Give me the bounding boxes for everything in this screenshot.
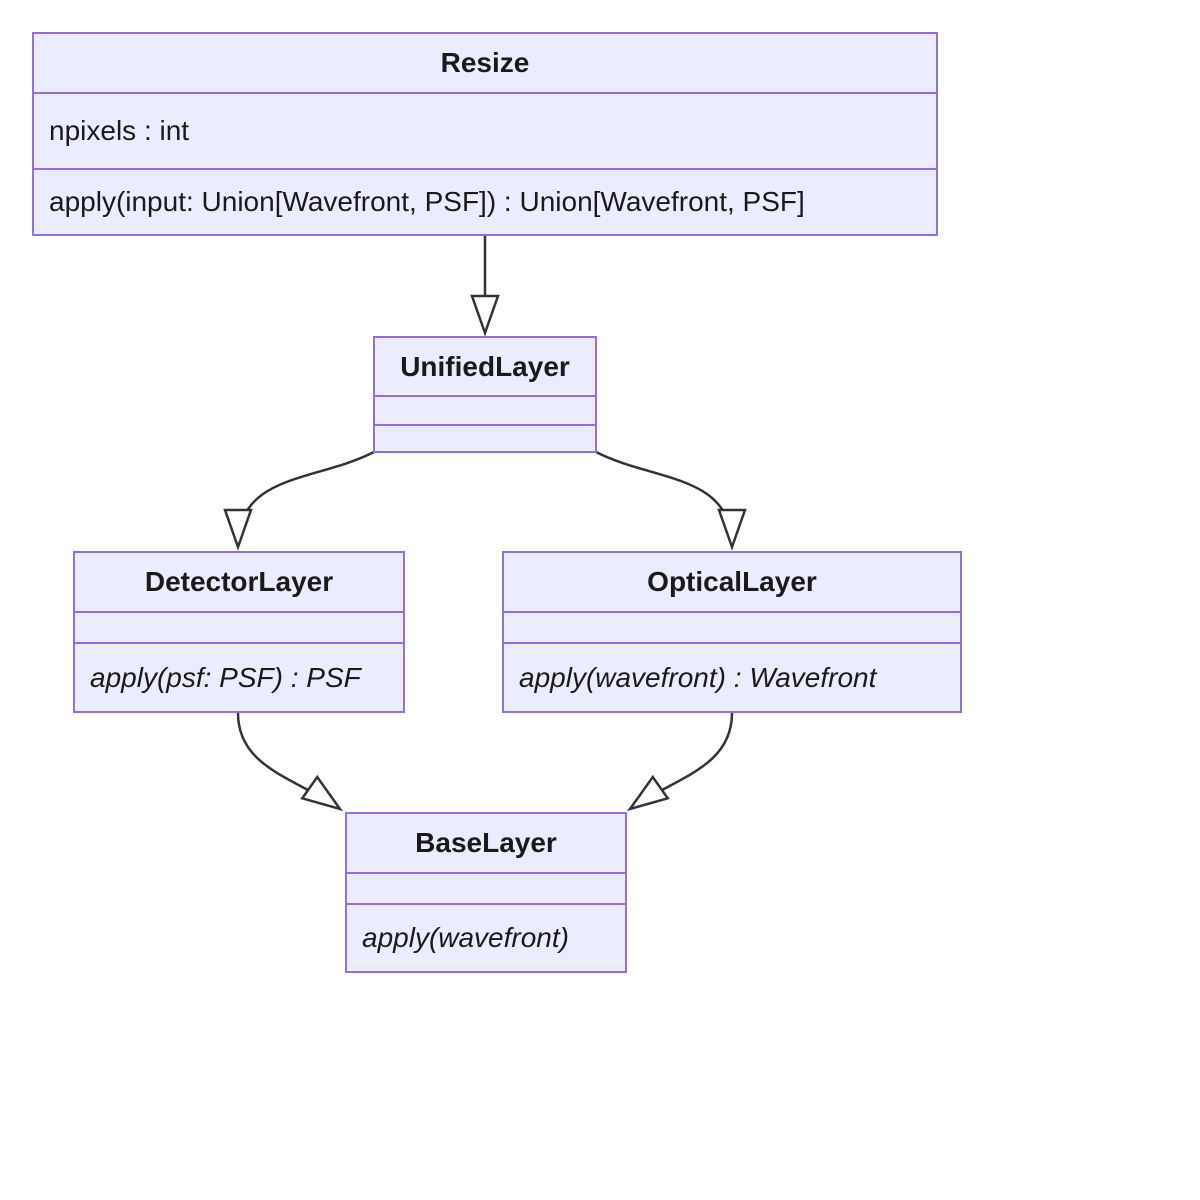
method-row-unifiedlayer-empty <box>375 426 595 451</box>
attribute-row-unifiedlayer-empty <box>375 397 595 426</box>
method-row-baselayer-apply: apply(wavefront) <box>362 922 569 953</box>
method-row-detectorlayer-apply: apply(psf: PSF) : PSF <box>90 661 361 693</box>
class-title-opticallayer: OpticalLayer <box>504 553 960 613</box>
attribute-row-opticallayer-empty <box>504 613 960 644</box>
attribute-row-baselayer-empty <box>347 874 625 905</box>
class-title-detectorlayer: DetectorLayer <box>75 553 403 613</box>
class-node-detectorlayer: DetectorLayer apply(psf: PSF) : PSF <box>73 551 405 713</box>
edge-unifiedlayer-to-detectorlayer <box>223 450 375 551</box>
edge-detectorlayer-to-baselayer <box>236 712 344 812</box>
class-title-resize: Resize <box>34 34 936 94</box>
method-row-resize-apply: apply(input: Union[Wavefront, PSF]) : Un… <box>49 186 805 217</box>
class-title-baselayer: BaseLayer <box>347 814 625 874</box>
edge-unifiedlayer-to-opticallayer <box>595 450 747 551</box>
class-node-opticallayer: OpticalLayer apply(wavefront) : Wavefron… <box>502 551 962 713</box>
class-node-unifiedlayer: UnifiedLayer <box>373 336 597 453</box>
method-row-opticallayer-apply: apply(wavefront) : Wavefront <box>519 661 877 693</box>
class-node-resize: Resize npixels : int apply(input: Union[… <box>32 32 938 236</box>
attribute-row-resize-npixels: npixels : int <box>34 94 936 170</box>
attribute-row-detectorlayer-empty <box>75 613 403 644</box>
class-node-baselayer: BaseLayer apply(wavefront) <box>345 812 627 973</box>
class-title-unifiedlayer: UnifiedLayer <box>375 338 595 397</box>
edge-opticallayer-to-baselayer <box>626 712 734 812</box>
